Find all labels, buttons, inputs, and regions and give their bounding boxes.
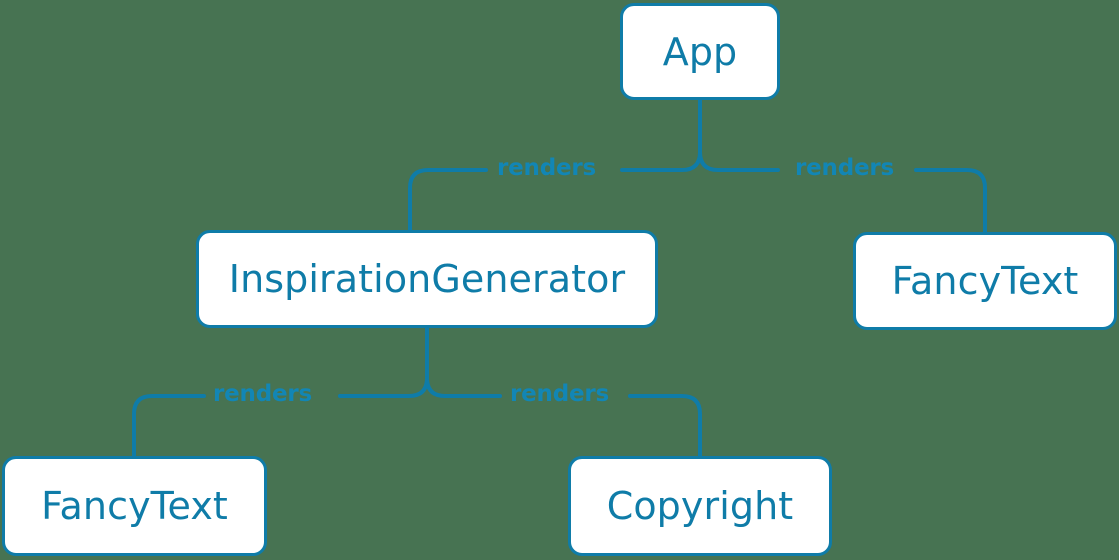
edge-ig-stem-right bbox=[425, 376, 502, 398]
node-app-label: App bbox=[662, 29, 738, 74]
edge-label-inspiration-generator-to-fancytext-bottom: renders bbox=[213, 381, 313, 407]
edge-app-to-fancytext-right bbox=[914, 168, 987, 234]
edge-app-stem-right bbox=[698, 150, 780, 172]
edge-ig-stem bbox=[338, 326, 429, 398]
node-fancytext-right[interactable]: FancyText bbox=[853, 232, 1117, 330]
node-fancytext-bottom[interactable]: FancyText bbox=[2, 456, 267, 556]
edge-app-to-inspiration-generator bbox=[408, 168, 488, 232]
node-fancytext-bottom-label: FancyText bbox=[41, 484, 228, 528]
edge-app-stem bbox=[620, 98, 702, 172]
edge-ig-to-fancytext-bottom bbox=[132, 394, 206, 458]
edge-label-app-to-inspiration-generator: renders bbox=[497, 155, 597, 181]
edge-label-inspiration-generator-to-copyright: renders bbox=[510, 381, 610, 407]
node-app[interactable]: App bbox=[620, 3, 780, 100]
node-inspiration-generator[interactable]: InspirationGenerator bbox=[196, 230, 658, 328]
node-copyright-label: Copyright bbox=[606, 484, 794, 528]
node-inspiration-generator-label: InspirationGenerator bbox=[228, 257, 626, 301]
edge-ig-to-copyright bbox=[628, 394, 702, 458]
edge-label-app-to-fancytext-right: renders bbox=[795, 155, 895, 181]
node-fancytext-right-label: FancyText bbox=[891, 259, 1079, 303]
node-copyright[interactable]: Copyright bbox=[568, 456, 832, 556]
